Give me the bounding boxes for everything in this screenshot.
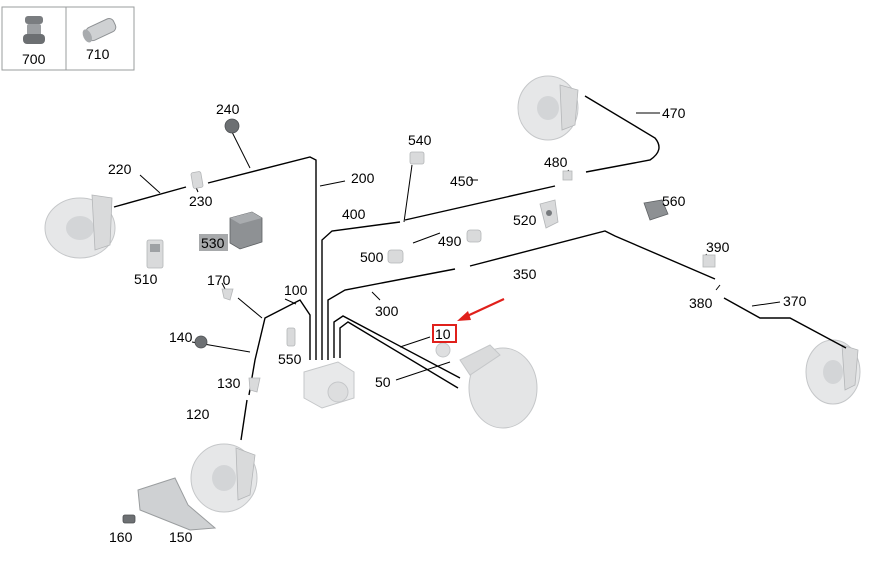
callout-140[interactable]: 140 [169, 329, 193, 345]
callout-550[interactable]: 550 [278, 351, 302, 367]
callout-490[interactable]: 490 [438, 233, 462, 249]
highlight-arrow [457, 298, 505, 321]
part-140-grommet[interactable] [194, 335, 208, 349]
callout-400[interactable]: 400 [342, 206, 366, 222]
brake-booster[interactable] [435, 342, 538, 429]
callout-480[interactable]: 480 [544, 154, 568, 170]
callout-120[interactable]: 120 [186, 406, 210, 422]
legend-label-700: 700 [22, 51, 46, 67]
part-390-clip[interactable] [702, 254, 716, 268]
callout-470[interactable]: 470 [662, 105, 686, 121]
brake-lines [113, 95, 847, 441]
callout-560[interactable]: 560 [662, 193, 686, 209]
callout-540[interactable]: 540 [408, 132, 432, 148]
callout-380[interactable]: 380 [689, 295, 713, 311]
label-530-bg [199, 234, 228, 251]
rubber-grommet-icon [23, 16, 45, 44]
part-230-clip[interactable] [190, 171, 204, 189]
part-160-bolt[interactable] [122, 514, 136, 524]
legend-label-710: 710 [86, 46, 110, 62]
part-170-bracket[interactable] [221, 288, 234, 301]
callout-530[interactable]: 530 [201, 235, 225, 251]
part-530-control-unit[interactable] [229, 211, 263, 250]
part-150-steering-knuckle[interactable] [137, 477, 217, 531]
callout-520[interactable]: 520 [513, 212, 537, 228]
callout-200[interactable]: 200 [351, 170, 375, 186]
callout-100[interactable]: 100 [284, 282, 308, 298]
callout-170[interactable]: 170 [207, 272, 231, 288]
brake-disc-front-right[interactable] [517, 75, 579, 141]
legend-item-700[interactable]: 700 [22, 16, 46, 67]
callout-130[interactable]: 130 [217, 375, 241, 391]
callout-220[interactable]: 220 [108, 161, 132, 177]
part-130-holder[interactable] [248, 377, 261, 393]
callout-370[interactable]: 370 [783, 293, 807, 309]
part-480-clip[interactable] [562, 170, 573, 181]
callout-450[interactable]: 450 [450, 173, 474, 189]
callout-350[interactable]: 350 [513, 266, 537, 282]
legend-box: 700 710 [1, 6, 135, 71]
part-560-modulator[interactable] [643, 199, 669, 221]
callout-510[interactable]: 510 [134, 271, 158, 287]
part-550-spacer[interactable] [286, 327, 296, 347]
part-490-sensor[interactable] [466, 229, 482, 243]
brake-disc-front-left[interactable] [44, 194, 116, 259]
callout-300[interactable]: 300 [375, 303, 399, 319]
brake-disc-rear-right[interactable] [805, 339, 861, 405]
callout-390[interactable]: 390 [706, 239, 730, 255]
callout-50[interactable]: 50 [375, 374, 391, 390]
callout-labels: 240 220 230 530 510 200 400 540 450 480 … [108, 101, 807, 545]
part-510-valve[interactable] [146, 239, 164, 269]
highlight-box [432, 324, 457, 343]
callout-500[interactable]: 500 [360, 249, 384, 265]
part-520-valve-block[interactable] [539, 199, 559, 229]
part-240-grommet[interactable] [224, 118, 240, 134]
callout-10[interactable]: 10 [435, 326, 451, 342]
legend-item-710[interactable]: 710 [81, 17, 118, 62]
abs-hydraulic-unit[interactable] [303, 361, 355, 409]
part-500-connector[interactable] [387, 249, 404, 264]
part-540-bracket[interactable] [409, 151, 425, 165]
callout-160[interactable]: 160 [109, 529, 133, 545]
brake-disc-rear-left[interactable] [190, 443, 258, 513]
callout-150[interactable]: 150 [169, 529, 193, 545]
callout-240[interactable]: 240 [216, 101, 240, 117]
callout-230[interactable]: 230 [189, 193, 213, 209]
sleeve-icon [82, 18, 117, 43]
